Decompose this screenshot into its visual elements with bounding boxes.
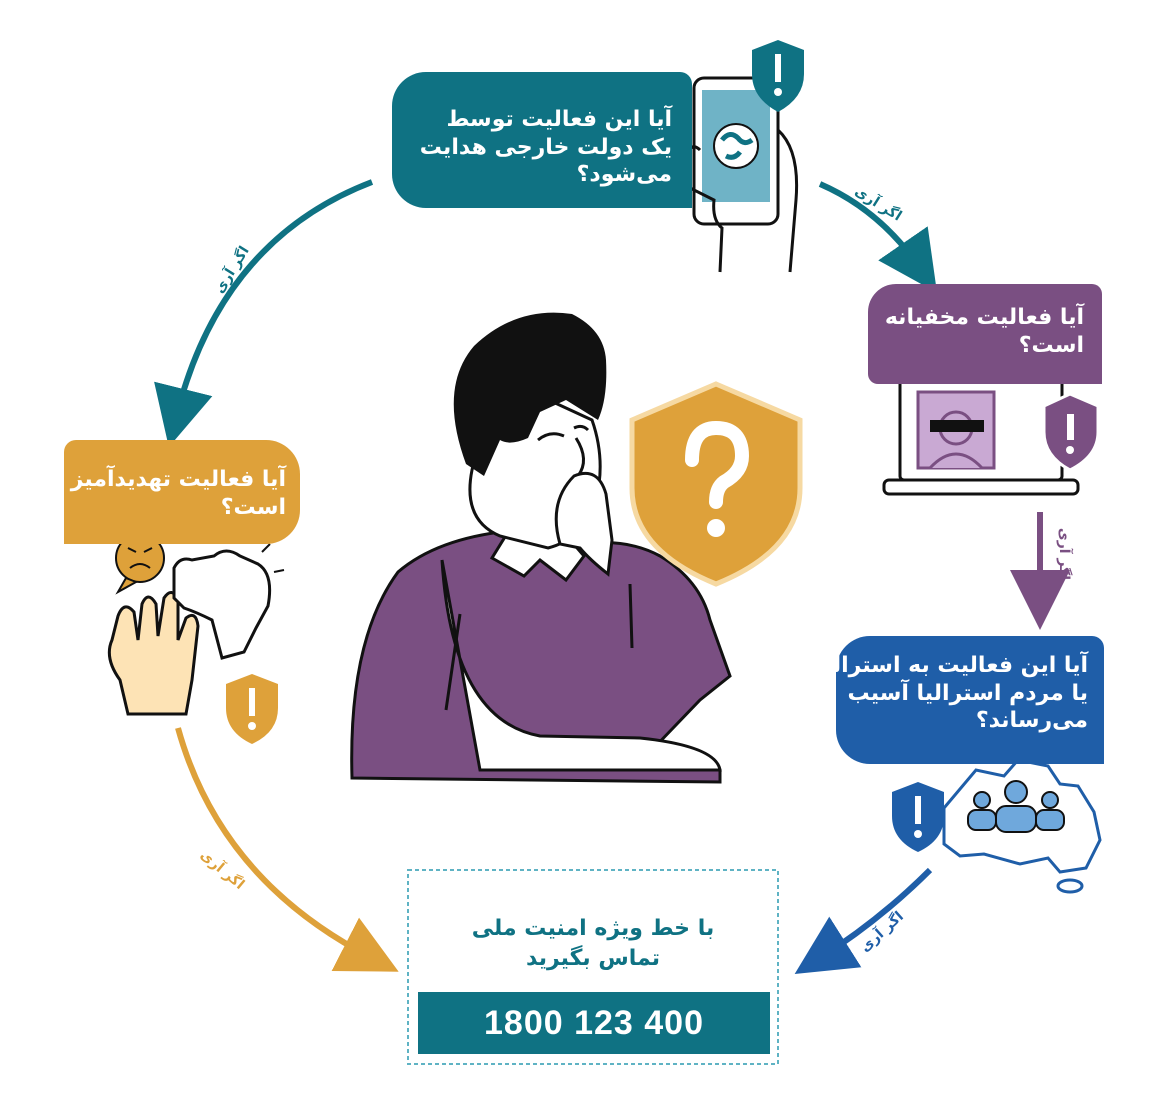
hands-fist-icon xyxy=(107,527,285,716)
question-line: است؟ xyxy=(220,494,286,520)
question-line: آیا این فعالیت توسط xyxy=(446,107,673,132)
shield-question-icon xyxy=(629,381,803,587)
phone-globe-icon xyxy=(680,76,799,273)
hotline-call-text: با خط ویژه امنیت ملی تماس بگیرید xyxy=(406,914,780,973)
question-line: آیا فعالیت مخفیانه xyxy=(884,305,1084,330)
arrow-to-covert xyxy=(818,181,938,293)
shield-warning-icon xyxy=(226,674,278,744)
question-line: می‌رساند؟ xyxy=(975,708,1088,733)
if-yes-label: اگر آری xyxy=(1056,527,1073,581)
laptop-masked-person-icon xyxy=(882,376,1080,496)
thinking-person-icon xyxy=(350,312,732,784)
shield-warning-icon xyxy=(752,40,804,112)
question-line: یک دولت خارجی هدایت xyxy=(419,134,672,160)
question-line: است؟ xyxy=(1018,332,1084,358)
question-line: می‌شود؟ xyxy=(576,162,672,187)
hotline-line: با خط ویژه امنیت ملی xyxy=(471,916,715,941)
shield-warning-icon xyxy=(892,782,944,852)
hotline-line: تماس بگیرید xyxy=(526,945,660,971)
arrow-to-hotline-blue xyxy=(794,867,933,975)
question-harm-australia: آیا این فعالیت به استرالیا یا مردم استرا… xyxy=(815,636,1104,764)
question-line: یا مردم استرالیا آسیب xyxy=(847,680,1088,706)
shield-warning-icon xyxy=(1042,392,1100,472)
arrow-to-threat xyxy=(154,179,374,448)
arrow-to-hotline-gold xyxy=(175,727,399,972)
australia-people-icon xyxy=(942,758,1102,894)
question-covert: آیا فعالیت مخفیانه است؟ xyxy=(868,284,1102,384)
question-line: آیا فعالیت تهدیدآمیز xyxy=(70,467,286,492)
hotline-number[interactable]: 1800 123 400 xyxy=(418,992,770,1054)
question-foreign-government: آیا این فعالیت توسط یک دولت خارجی هدایت … xyxy=(392,72,692,208)
question-line: آیا این فعالیت به استرالیا xyxy=(815,653,1088,678)
question-threatening: آیا فعالیت تهدیدآمیز است؟ xyxy=(64,440,300,544)
